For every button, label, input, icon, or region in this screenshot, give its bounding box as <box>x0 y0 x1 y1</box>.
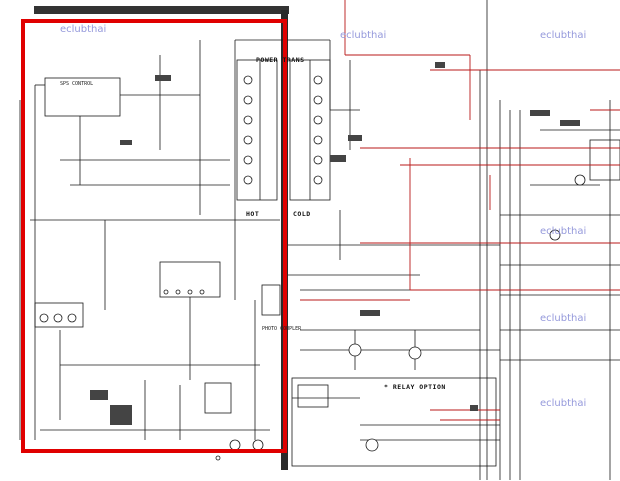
watermark: eclubthai <box>340 30 387 41</box>
red-signal-wires <box>300 0 620 421</box>
highlight-box <box>21 19 287 453</box>
primary-circuit-wires <box>19 39 331 440</box>
cold-label: COLD <box>293 210 311 218</box>
watermark: eclubthai <box>540 398 587 409</box>
photo-coupler-label: PHOTO COUPLER <box>262 326 302 332</box>
watermark: eclubthai <box>540 226 587 237</box>
watermark: eclubthai <box>540 313 587 324</box>
secondary-circuit-wires <box>288 0 620 480</box>
power-trans-label: POWER TRANS <box>256 56 305 64</box>
hot-label: HOT <box>246 210 260 218</box>
small-parts <box>90 62 580 425</box>
secondary-transistors <box>348 174 586 452</box>
watermark: eclubthai <box>60 24 107 35</box>
relay-option-label: * RELAY OPTION <box>384 383 446 391</box>
sps-control-label: SPS CONTROL <box>60 81 94 87</box>
watermark: eclubthai <box>540 30 587 41</box>
primary-components <box>39 75 323 461</box>
top-divider-bar <box>34 6 289 14</box>
